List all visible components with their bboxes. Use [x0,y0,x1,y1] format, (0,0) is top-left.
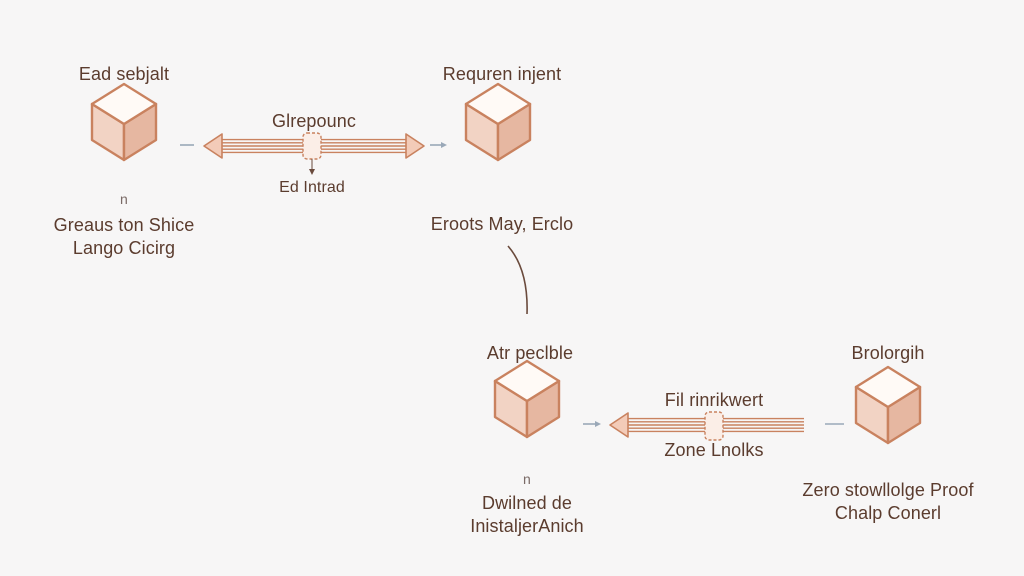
node-caption-bottom-left-2: InistaljerAnich [470,516,584,536]
node-caption-top-right: Eroots May, Erclo [430,214,574,234]
cube-top-face [854,365,922,409]
curved-connector [507,245,528,315]
cube-top-face [464,82,532,126]
small-arrow-head [441,142,447,148]
cube-icon-bottom-left [493,359,561,439]
link-badge [302,132,322,160]
node-title-top-right: Requren injent [442,64,562,84]
node-caption-top-left-2: Lango Cicirg [72,238,176,258]
link-label-top-above: Glrepounc [272,111,356,131]
node-caption-top-left-1: Greaus ton Shice [53,215,195,235]
badge-stem-arrow [309,169,315,175]
cube-icon-top-right [464,82,532,162]
link-arrow-bottom [609,411,804,441]
node-caption-bottom-right-1: Zero stowllolge Proof [802,480,974,500]
link-label-bottom-below: Zone Lnolks [664,440,764,460]
link-badge [704,411,724,441]
arrow-head-left [203,133,223,159]
cube-icon-top-left [90,82,158,162]
node-mark-bottom-left: n [523,471,531,487]
small-arrow-head [595,421,601,427]
link-arrow-top [203,132,425,175]
node-caption-bottom-right-2: Chalp Conerl [834,503,942,523]
cube-top-face [493,359,561,403]
arrow-head-left [609,412,629,438]
node-title-bottom-left: Atr peclble [486,343,574,363]
node-title-top-left: Ead sebjalt [78,64,170,84]
arrow-head-right [405,133,425,159]
link-label-bottom-above: Fil rinrikwert [664,390,764,410]
node-mark-top-left: n [120,191,128,207]
node-title-bottom-right: Brolorgih [851,343,925,363]
link-label-top-below: Ed Intrad [279,179,345,196]
small-connector-marks [180,142,844,427]
cube-top-face [90,82,158,126]
node-caption-bottom-left-1: Dwilned de [481,493,573,513]
cube-icon-bottom-right [854,365,922,445]
